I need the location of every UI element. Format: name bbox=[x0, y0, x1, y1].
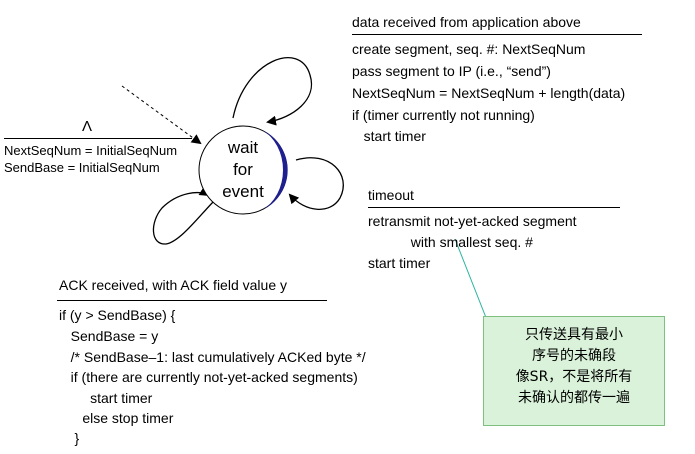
timeout-divider bbox=[368, 207, 620, 208]
init-action-line: SendBase = InitialSeqNum bbox=[4, 160, 160, 175]
self-loop-ack-received bbox=[152, 186, 216, 245]
annotation-note: 只传送具有最小 序号的未确段 像SR，不是将所有 未确认的都传一遍 bbox=[483, 316, 665, 426]
ack-received-action: start timer bbox=[59, 390, 153, 406]
note-line: 序号的未确段 bbox=[532, 348, 616, 364]
ack-received-action: if (there are currently not-yet-acked se… bbox=[59, 369, 358, 385]
init-action-line: NextSeqNum = InitialSeqNum bbox=[4, 143, 178, 158]
ack-received-action: /* SendBase–1: last cumulatively ACKed b… bbox=[59, 349, 366, 365]
self-loop-data-received bbox=[232, 57, 313, 126]
state-label-line: wait bbox=[227, 138, 259, 157]
note-line: 像SR，不是将所有 bbox=[515, 369, 633, 385]
timeout-event: timeout bbox=[368, 187, 414, 203]
wait-state-accent bbox=[262, 130, 288, 210]
data-received-action: create segment, seq. #: NextSeqNum bbox=[352, 41, 586, 57]
data-received-event: data received from application above bbox=[352, 14, 581, 30]
note-line: 未确认的都传一遍 bbox=[518, 390, 630, 406]
note-line: 只传送具有最小 bbox=[525, 327, 623, 343]
state-label-line: for bbox=[233, 160, 253, 179]
timeout-action: retransmit not-yet-acked segment bbox=[368, 213, 577, 229]
ack-received-action: SendBase = y bbox=[59, 328, 159, 344]
data-received-action: if (timer currently not running) bbox=[352, 107, 535, 123]
initial-transition-arrow bbox=[121, 85, 202, 145]
lambda-event: Λ bbox=[82, 118, 93, 135]
wait-state-label: wait for event bbox=[208, 137, 278, 203]
data-received-divider bbox=[352, 34, 642, 35]
ack-received-action: } bbox=[59, 430, 80, 446]
ack-received-action: else stop timer bbox=[59, 410, 174, 426]
state-label-line: event bbox=[222, 182, 264, 201]
data-received-action: NextSeqNum = NextSeqNum + length(data) bbox=[352, 85, 626, 101]
init-divider bbox=[4, 138, 192, 139]
ack-received-divider bbox=[57, 300, 327, 301]
timeout-action: with smallest seq. # bbox=[368, 234, 533, 250]
self-loop-timeout bbox=[288, 157, 344, 210]
data-received-action: pass segment to IP (i.e., “send”) bbox=[352, 63, 551, 79]
ack-received-event: ACK received, with ACK field value y bbox=[59, 277, 287, 293]
ack-received-action: if (y > SendBase) { bbox=[59, 307, 176, 323]
timeout-action: start timer bbox=[368, 255, 431, 271]
data-received-action: start timer bbox=[352, 128, 426, 144]
